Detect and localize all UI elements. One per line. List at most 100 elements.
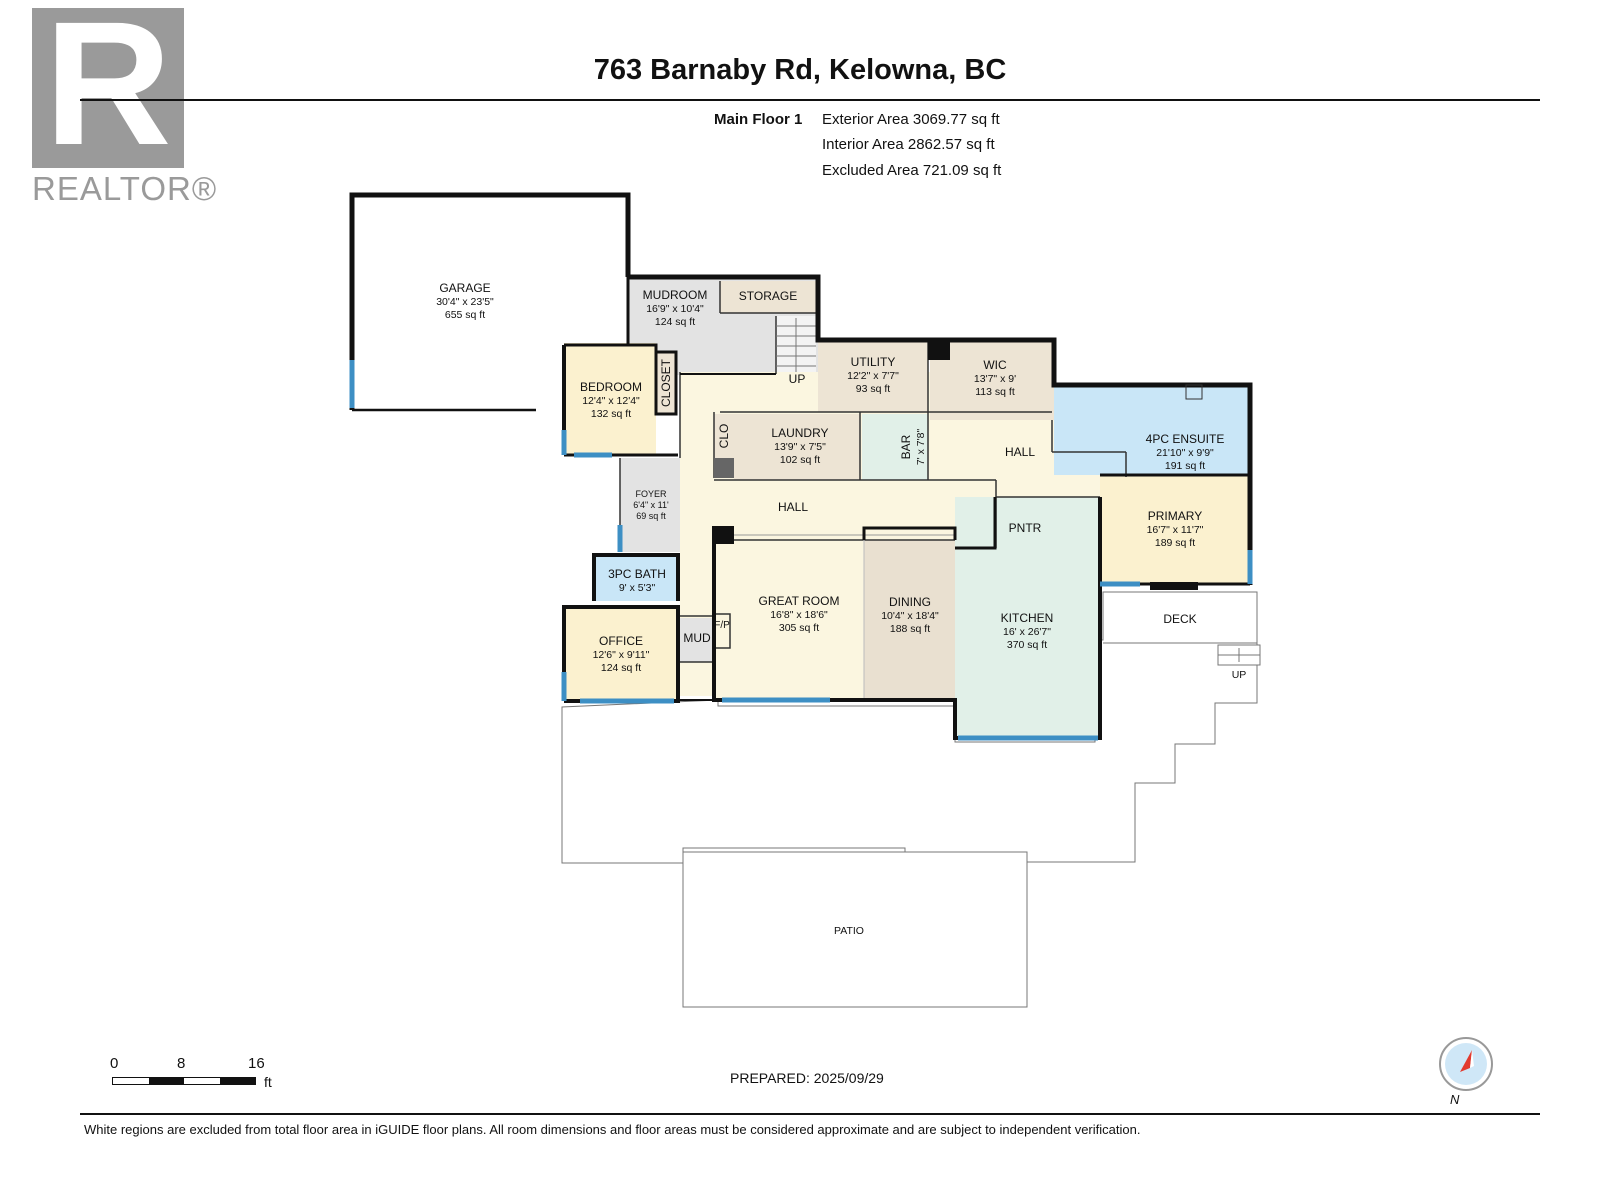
dining-dims: 10'4" x 18'4" (881, 610, 939, 622)
hall-main-label: HALL (778, 500, 808, 514)
storage-fill (720, 281, 816, 313)
wic-area: 113 sq ft (975, 386, 1015, 398)
windows (349, 360, 1253, 741)
office-label: OFFICE (599, 634, 643, 648)
foyer-label: FOYER (635, 489, 667, 499)
dining-fill (864, 540, 955, 700)
hall-right-wall (955, 497, 997, 550)
closet-walls (654, 350, 678, 416)
dining-top-wall (862, 526, 957, 540)
footer-divider (80, 1113, 1540, 1115)
foyer-dims: 6'4" x 11' (633, 500, 669, 510)
primary-fill (1100, 475, 1250, 584)
laundry-fill (734, 414, 860, 480)
bedroom-fill (564, 343, 656, 455)
fireplace-label: F/P (714, 620, 730, 631)
closet-fill (656, 353, 676, 413)
scale-bar (112, 1077, 256, 1085)
pantry-label: PNTR (1009, 521, 1042, 535)
disclaimer-text: White regions are excluded from total fl… (84, 1122, 1141, 1137)
realtor-logo-word: REALTOR® (32, 170, 218, 207)
exterior-area: Exterior Area 3069.77 sq ft (822, 111, 1000, 128)
bath3-dims: 9' x 5'3" (619, 582, 656, 594)
ensuite-dims: 21'10" x 9'9" (1156, 447, 1214, 459)
storage-label: STORAGE (739, 289, 797, 303)
utility-dims: 12'2" x 7'7" (847, 370, 899, 382)
realtor-logo-mark (32, 8, 184, 168)
bar-label: BAR (899, 434, 913, 459)
great-room-area: 305 sq ft (779, 622, 819, 634)
bar-fill (862, 414, 928, 480)
clo-label: CLO (717, 424, 731, 449)
garage-label: GARAGE (439, 281, 490, 295)
scale-tick-8: 8 (177, 1055, 186, 1072)
ensuite-area: 191 sq ft (1165, 460, 1205, 472)
staircase-treads (776, 318, 816, 372)
floor-label: Main Floor 1 (714, 111, 803, 128)
great-room-fill (714, 540, 864, 700)
patio-label: PATIO (834, 925, 864, 937)
scale-tick-16: 16 (248, 1055, 265, 1072)
primary-label: PRIMARY (1148, 509, 1202, 523)
fixtures (714, 338, 1203, 590)
utility-fill (818, 340, 928, 412)
room-fills (352, 197, 1250, 738)
primary-area: 189 sq ft (1155, 537, 1195, 549)
wic-label: WIC (983, 358, 1007, 372)
garage-dims: 30'4" x 23'5" (436, 296, 494, 308)
closet-label: CLOSET (659, 358, 673, 407)
foyer-fill (620, 458, 680, 552)
realtor-logo-letter: R (44, 0, 172, 182)
clo-fill (714, 414, 734, 458)
patio-area (682, 851, 1028, 1008)
deck-stairs-up-label: UP (1232, 669, 1247, 681)
kitchen-dims: 16' x 26'7" (1003, 626, 1051, 638)
great-room-walls (712, 497, 1102, 740)
bar-dims: 7' x 7'8" (915, 429, 927, 466)
laundry-label: LAUNDRY (771, 426, 828, 440)
laundry-dims: 13'9" x 7'5" (774, 441, 826, 453)
dining-area: 188 sq ft (890, 623, 930, 635)
primary-dims: 16'7" x 11'7" (1147, 524, 1204, 536)
wic-fill (930, 340, 1054, 420)
mudroom-walls (628, 274, 1253, 585)
compass-north-label: N (1450, 1092, 1460, 1107)
utility-area: 93 sq ft (856, 383, 891, 395)
compass-icon (1439, 1037, 1493, 1091)
prepared-date: PREPARED: 2025/09/29 (730, 1070, 884, 1086)
foyer-area: 69 sq ft (636, 511, 666, 521)
office-dims: 12'6" x 9'11" (593, 649, 650, 661)
bedroom-label: BEDROOM (580, 380, 642, 394)
great-room-dims: 16'8" x 18'6" (770, 609, 828, 621)
interior-area: Interior Area 2862.57 sq ft (822, 136, 995, 153)
ensuite-fill (1054, 385, 1250, 475)
deck-label: DECK (1163, 612, 1196, 626)
room-labels: GARAGE 30'4" x 23'5" 655 sq ft MUDROOM 1… (436, 281, 1246, 937)
scale-tick-0: 0 (110, 1055, 119, 1072)
laundry-area: 102 sq ft (780, 454, 820, 466)
kitchen-label: KITCHEN (1001, 611, 1054, 625)
bedroom-dims: 12'4" x 12'4" (582, 395, 640, 407)
bath3-label: 3PC BATH (608, 567, 666, 581)
office-area: 124 sq ft (601, 662, 641, 674)
ensuite-label: 4PC ENSUITE (1146, 432, 1225, 446)
hall-upper-label: HALL (1005, 445, 1035, 459)
mud-fill (680, 618, 714, 662)
kitchen-area: 370 sq ft (1007, 639, 1047, 651)
bath3-walls (592, 553, 680, 601)
utility-label: UTILITY (851, 355, 896, 369)
realtor-logo: R REALTOR® (32, 0, 216, 208)
great-room-label: GREAT ROOM (759, 594, 840, 608)
dining-label: DINING (889, 595, 931, 609)
scale-unit: ft (264, 1074, 272, 1090)
header-divider (80, 99, 1540, 101)
bedroom-area: 132 sq ft (591, 408, 631, 420)
garage-walls (349, 192, 631, 410)
excluded-area: Excluded Area 721.09 sq ft (822, 162, 1002, 179)
kitchen-fill (955, 497, 1100, 738)
exterior-areas (561, 591, 1261, 1008)
mudroom-dims: 16'9" x 10'4" (646, 303, 704, 315)
garage-area: 655 sq ft (445, 309, 485, 321)
wic-dims: 13'7" x 9' (974, 373, 1016, 385)
